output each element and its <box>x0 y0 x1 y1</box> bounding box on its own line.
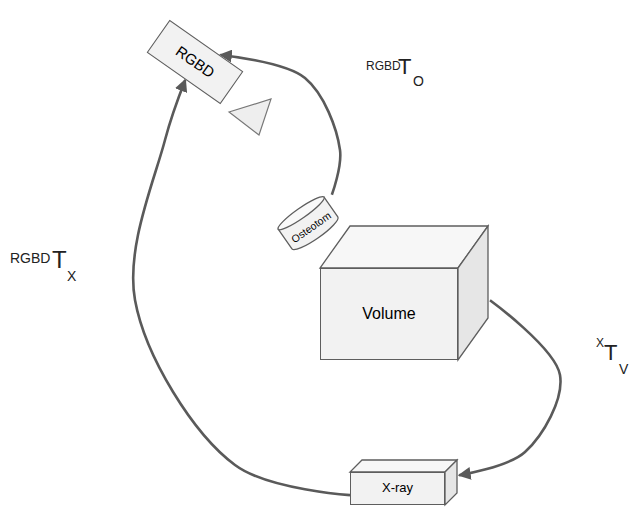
frame-superscript: RGBD <box>10 251 50 265</box>
camera-box: RGBD <box>147 20 244 104</box>
frame-superscript: X <box>596 337 604 349</box>
box-faces <box>321 269 322 270</box>
transform-symbol: T <box>398 56 411 78</box>
camera-frustum <box>229 99 271 135</box>
transform-symbol: T <box>604 342 617 364</box>
box-faces <box>351 473 352 474</box>
transform-arrow <box>133 80 350 495</box>
frame-subscript: O <box>413 74 424 88</box>
transform-symbol: T <box>52 248 67 272</box>
tool-cylinder: Osteotom <box>274 192 342 255</box>
side-face <box>458 226 488 360</box>
xray-box: X-ray <box>350 472 445 505</box>
node-label: Volume <box>362 305 415 323</box>
frame-superscript: RGBD <box>366 60 401 72</box>
frame-subscript: V <box>619 362 628 376</box>
node-label: RGBD <box>173 43 218 81</box>
node-label: X-ray <box>382 481 413 495</box>
side-face <box>445 460 457 505</box>
volume-box: Volume <box>320 268 458 360</box>
top-face <box>350 460 457 472</box>
frame-subscript: X <box>67 269 76 283</box>
